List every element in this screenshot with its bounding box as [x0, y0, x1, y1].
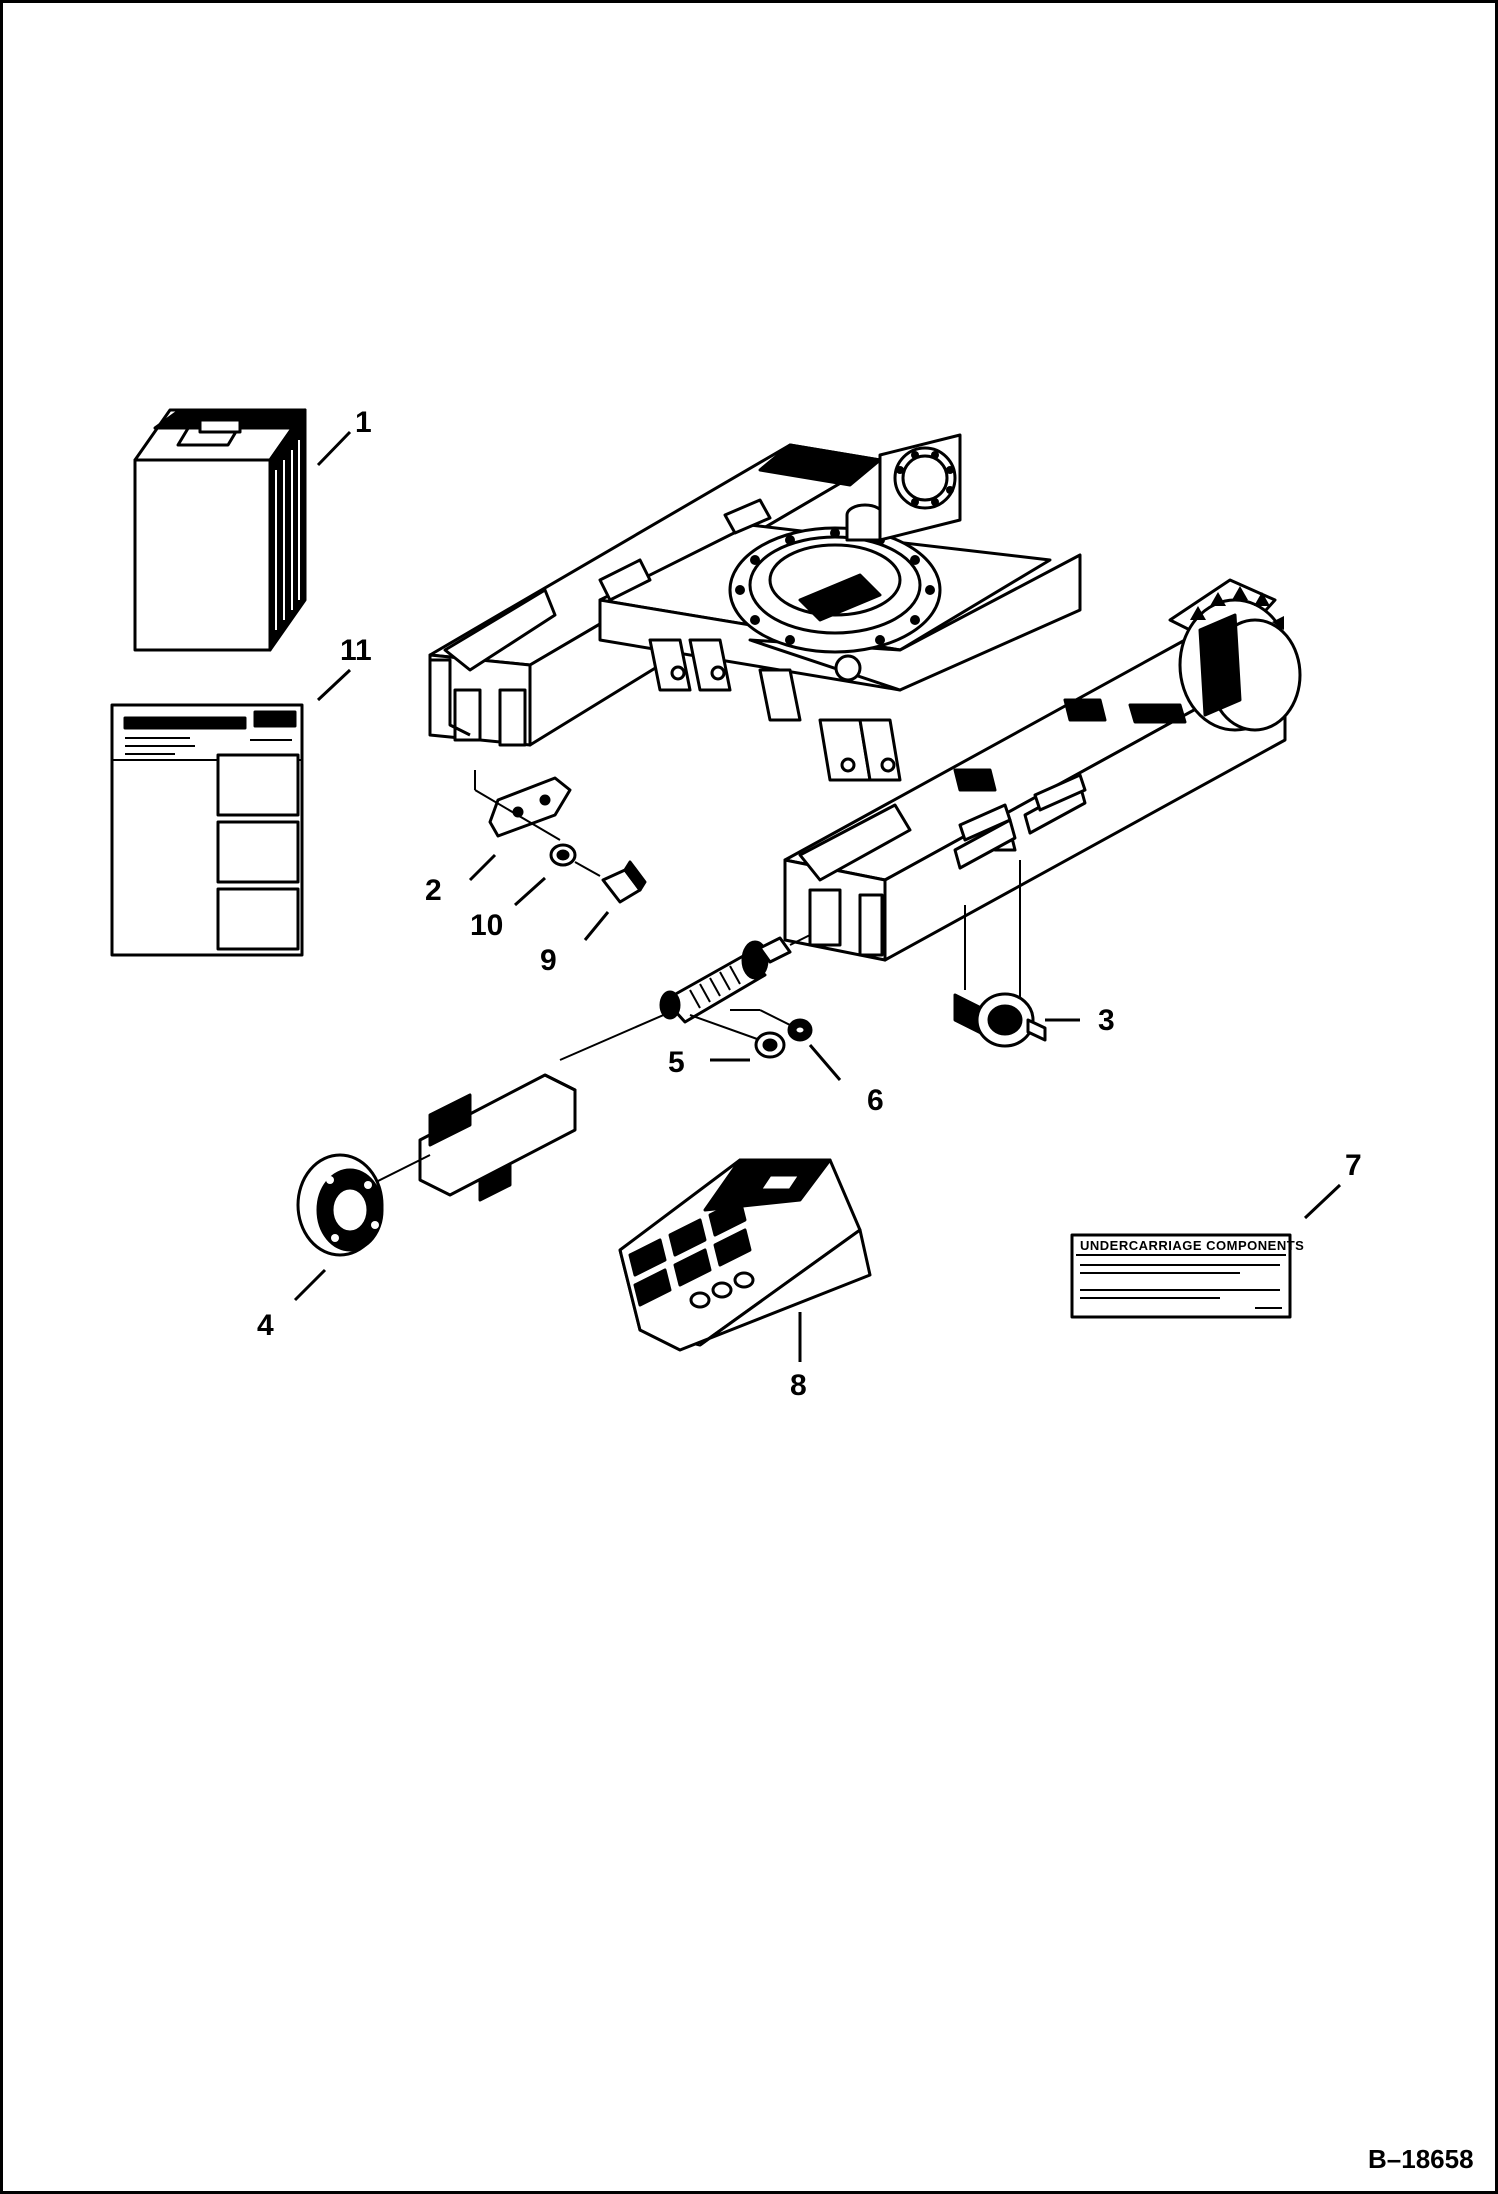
callout-7: 7	[1345, 1149, 1362, 1182]
assembly-line	[559, 1009, 676, 1061]
callout-10: 10	[470, 909, 503, 942]
rubber-track	[618, 1158, 872, 1352]
hex-nut	[754, 1031, 786, 1059]
bolt	[601, 860, 647, 904]
callout-2: 2	[425, 874, 442, 907]
callout-6: 6	[867, 1084, 884, 1117]
decal-title: UNDERCARRIAGE COMPONENTS	[1080, 1238, 1304, 1253]
instruction-sheet	[110, 703, 304, 957]
leader-line-10	[513, 876, 547, 907]
front-idler	[296, 1153, 384, 1257]
figure-reference-number: B–18658	[1368, 2144, 1474, 2174]
leader-line-11	[316, 668, 352, 702]
callout-8: 8	[790, 1369, 807, 1402]
track-roller	[953, 992, 1047, 1048]
lock-washer	[549, 843, 577, 867]
callout-9: 9	[540, 944, 557, 977]
callout-11: 11	[340, 634, 372, 667]
leader-line-2	[468, 853, 497, 882]
callout-4: 4	[257, 1309, 274, 1342]
recoil-spring-assembly	[659, 936, 792, 1024]
callout-3: 3	[1098, 1004, 1115, 1037]
leader-line-1	[316, 430, 352, 467]
leader-line-4	[293, 1268, 327, 1302]
leader-line-9	[583, 911, 610, 941]
callout-1: 1	[355, 406, 372, 439]
guard-plate	[488, 776, 572, 838]
undercarriage-decal	[1070, 1233, 1292, 1319]
flat-washer	[787, 1018, 813, 1042]
idler-yoke	[418, 1073, 577, 1202]
undercarriage-frame	[428, 433, 1302, 962]
callout-5: 5	[668, 1046, 685, 1079]
leader-line-7	[1303, 1183, 1342, 1220]
kit-box	[133, 408, 307, 652]
leader-line-6	[808, 1044, 842, 1081]
